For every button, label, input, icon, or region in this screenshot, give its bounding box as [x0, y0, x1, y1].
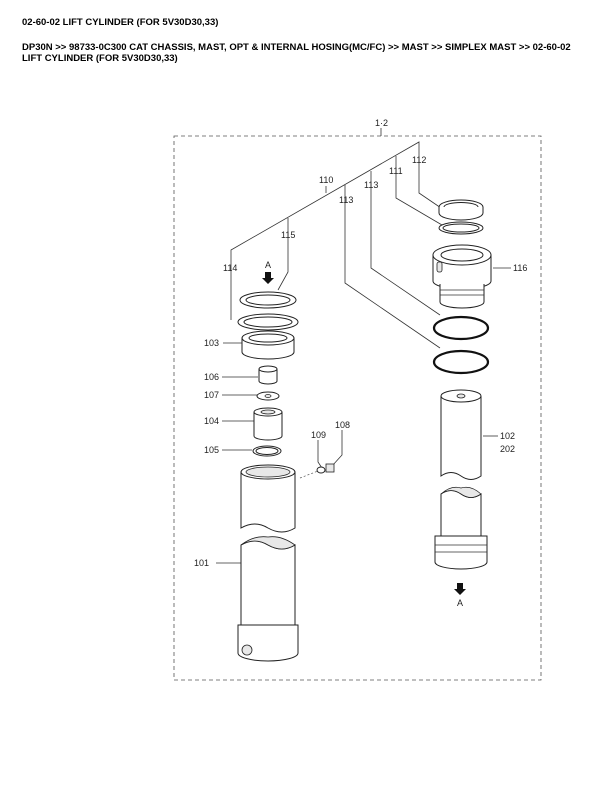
part-106-valve — [258, 365, 278, 385]
part-109-108-fittings — [299, 463, 335, 479]
view-marker-top: A — [262, 260, 274, 284]
callout-104: 104 — [204, 416, 219, 426]
callout-113: 113 — [339, 195, 353, 205]
assembly-label: 1·2 — [375, 118, 388, 128]
callout-108: 108 — [335, 420, 350, 430]
svg-text:A: A — [265, 260, 271, 270]
callout-109: 109 — [311, 430, 326, 440]
part-116-rod-guide — [432, 244, 492, 309]
part-105-ring — [252, 445, 282, 457]
callout-106: 106 — [204, 372, 219, 382]
callout-113: 113 — [364, 180, 378, 190]
part-114-ring — [237, 313, 299, 331]
part-115-seal — [239, 291, 297, 309]
part-111-ring — [438, 221, 484, 235]
callout-105: 105 — [204, 445, 219, 455]
callout-110: 110 — [319, 175, 333, 185]
view-marker-bottom: A — [454, 583, 466, 608]
page-title: 02-60-02 LIFT CYLINDER (FOR 5V30D30,33) — [22, 17, 219, 28]
assembly-frame — [173, 135, 542, 681]
part-113-o-ring-1 — [432, 315, 490, 341]
breadcrumb: DP30N >> 98733-0C300 CAT CHASSIS, MAST, … — [22, 42, 571, 64]
callout-102: 102 — [500, 431, 515, 441]
leader-lines — [216, 141, 511, 564]
callout-114: 114 — [223, 263, 237, 273]
callout-112: 112 — [412, 155, 426, 165]
part-113-o-ring-2 — [432, 349, 490, 375]
svg-text:A: A — [457, 598, 463, 608]
part-103-piston — [241, 330, 295, 360]
callout-116: 116 — [513, 263, 527, 273]
callout-101: 101 — [194, 558, 209, 568]
callout-111: 111 — [389, 166, 403, 176]
part-102-piston-rod — [434, 389, 488, 570]
callout-103: 103 — [204, 338, 219, 348]
part-104-spacer — [253, 407, 283, 441]
part-107-washer — [256, 391, 280, 401]
part-112-seal — [438, 199, 484, 221]
callout-202: 202 — [500, 444, 515, 454]
callout-115: 115 — [281, 230, 295, 240]
part-101-cylinder-tube — [237, 464, 299, 662]
callout-107: 107 — [204, 390, 219, 400]
